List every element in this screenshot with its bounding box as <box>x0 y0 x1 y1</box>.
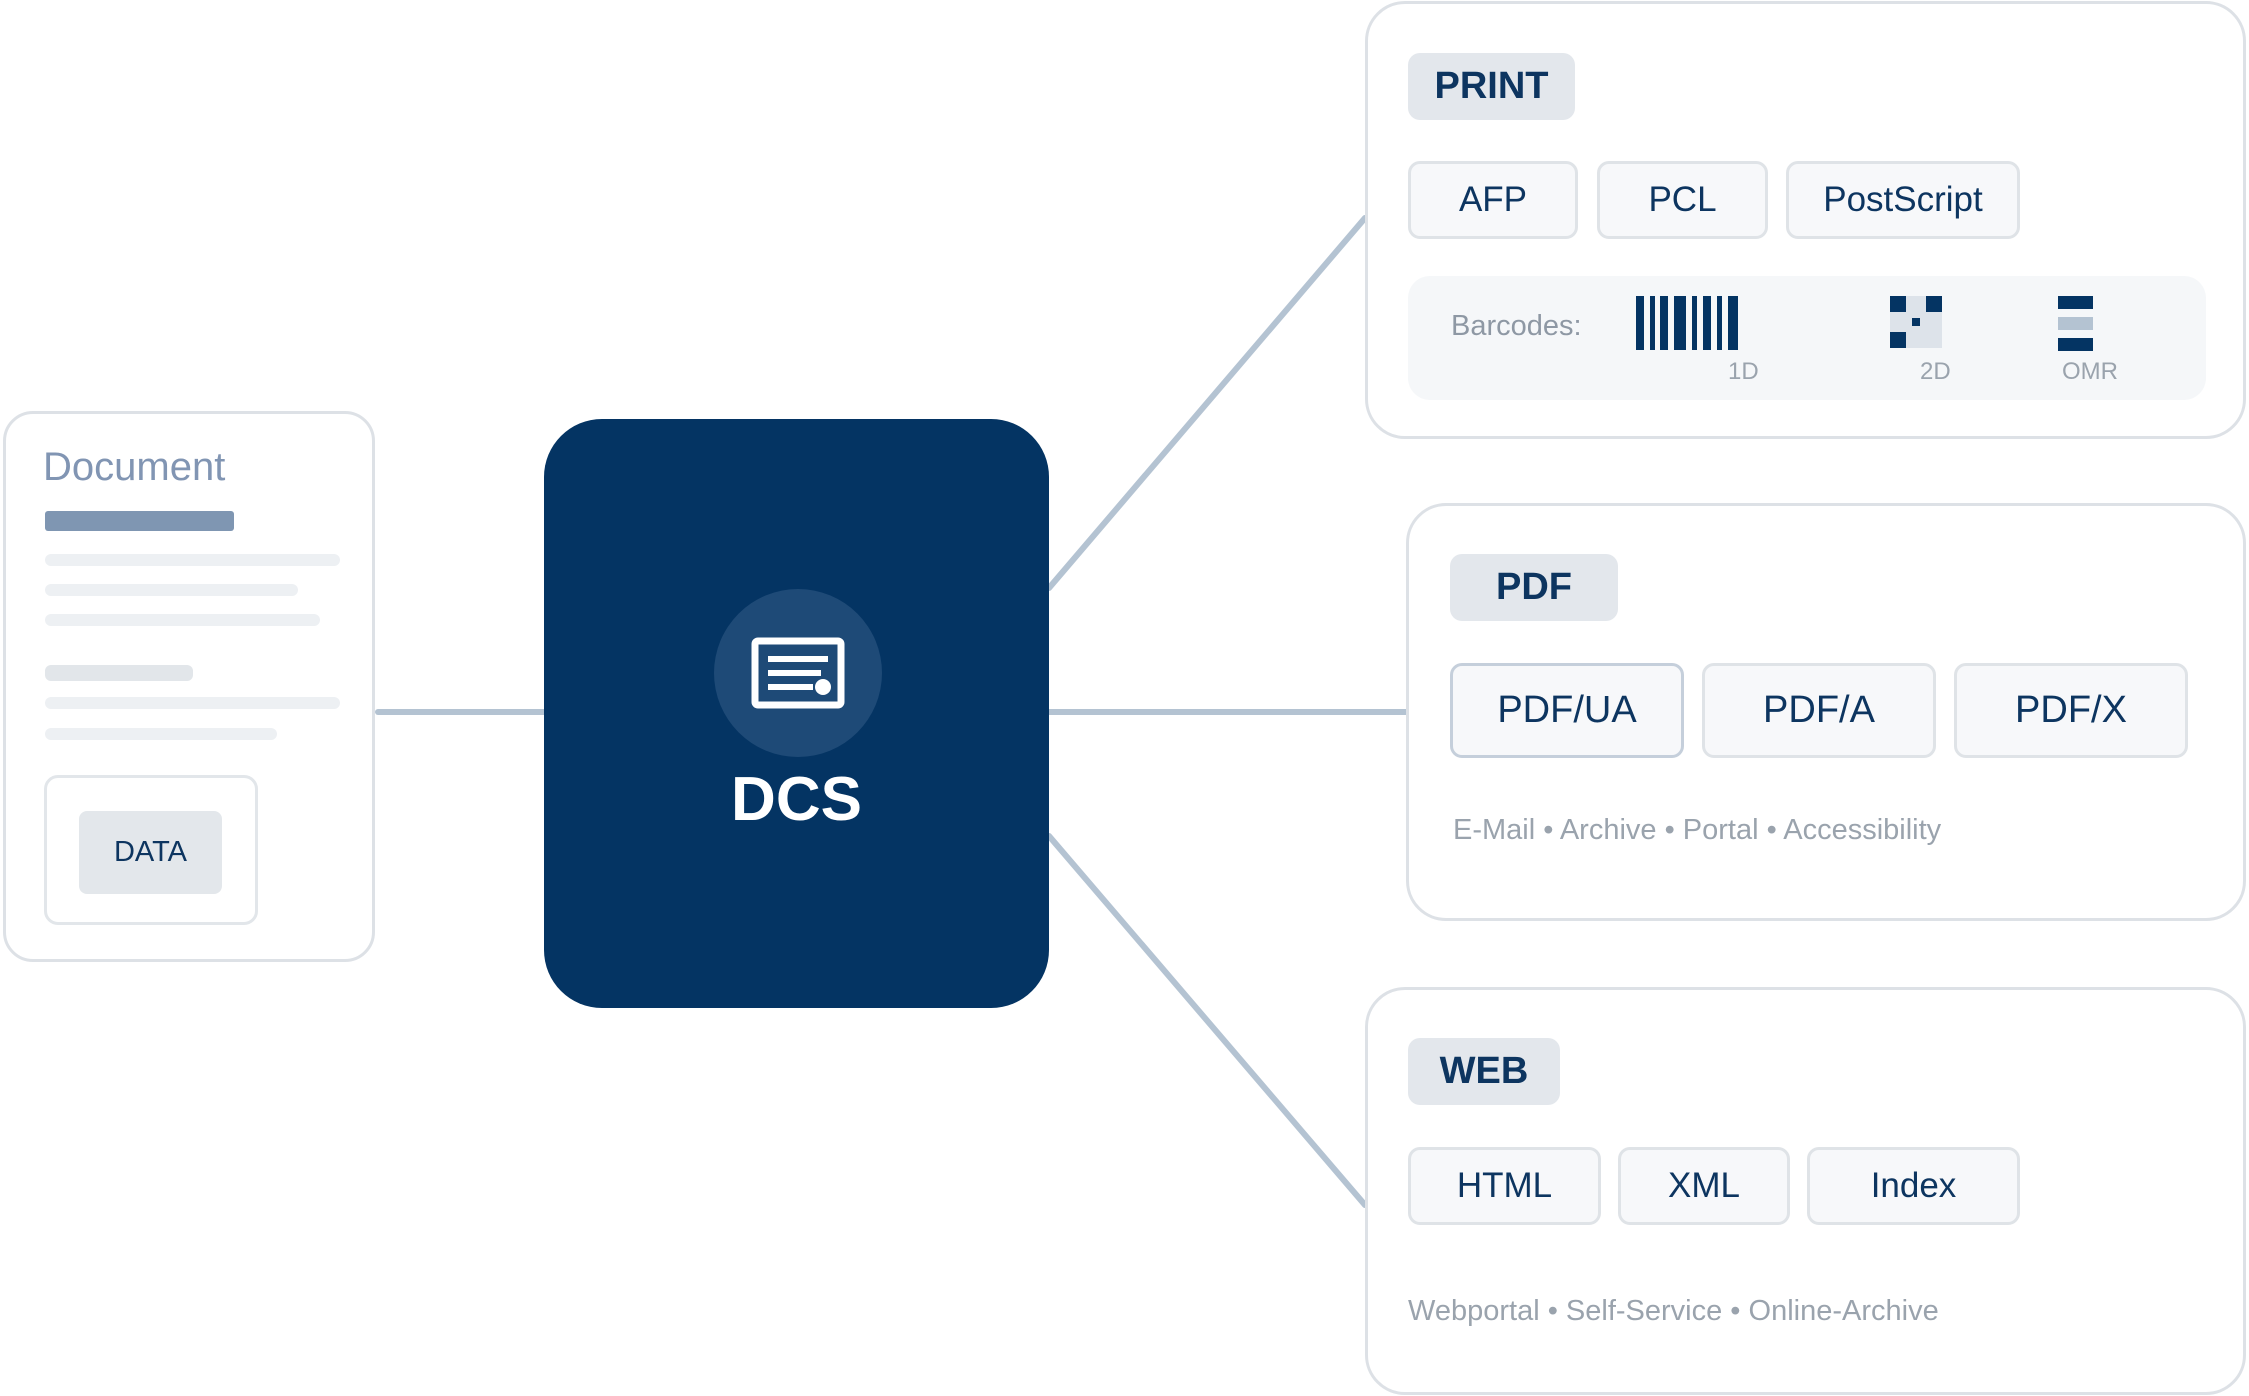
document-subheading-bar <box>45 665 193 681</box>
document-heading-bar <box>45 511 234 531</box>
document-template-icon <box>751 637 845 709</box>
barcode-1d-icon <box>1636 296 1738 350</box>
format-chip-html[interactable]: HTML <box>1408 1147 1601 1225</box>
barcodes-label: Barcodes: <box>1451 310 1582 342</box>
print-tag: PRINT <box>1408 53 1575 120</box>
pdf-panel: PDF PDF/UA PDF/A PDF/X E-Mail • Archive … <box>1406 503 2246 921</box>
dcs-hub: DCS <box>544 419 1049 1008</box>
hub-icon-badge <box>714 589 882 757</box>
format-chip-pdf-x[interactable]: PDF/X <box>1954 663 2188 758</box>
barcode-2d-icon <box>1890 296 1942 348</box>
omr-marks-icon <box>2058 296 2093 351</box>
document-text-line <box>45 697 340 709</box>
print-panel: PRINT AFP PCL PostScript Barcodes: 1D <box>1365 1 2246 439</box>
barcodes-strip: Barcodes: 1D 2D <box>1408 276 2206 400</box>
barcode-caption-2d: 2D <box>1920 358 1951 385</box>
format-chip-index[interactable]: Index <box>1807 1147 2020 1225</box>
format-chip-xml[interactable]: XML <box>1618 1147 1790 1225</box>
hub-label: DCS <box>731 765 862 834</box>
format-chip-pdf-a[interactable]: PDF/A <box>1702 663 1936 758</box>
data-chip: DATA <box>79 811 222 894</box>
pdf-tag: PDF <box>1450 554 1618 621</box>
format-chip-afp[interactable]: AFP <box>1408 161 1578 239</box>
data-frame: DATA <box>44 775 258 925</box>
connector-hub-to-print <box>1046 215 1368 591</box>
connector-hub-to-web <box>1046 833 1368 1208</box>
barcode-caption-1d: 1D <box>1728 358 1759 385</box>
document-text-line <box>45 584 298 596</box>
web-tag: WEB <box>1408 1038 1560 1105</box>
format-chip-pcl[interactable]: PCL <box>1597 161 1768 239</box>
document-card: Document DATA <box>3 411 375 962</box>
format-chip-pdf-ua[interactable]: PDF/UA <box>1450 663 1684 758</box>
document-title: Document <box>43 445 226 489</box>
document-text-line <box>45 728 277 740</box>
document-text-line <box>45 614 320 626</box>
format-chip-postscript[interactable]: PostScript <box>1786 161 2020 239</box>
document-text-line <box>45 554 340 566</box>
web-panel: WEB HTML XML Index Webportal • Self-Serv… <box>1365 987 2246 1395</box>
pdf-use-cases: E-Mail • Archive • Portal • Accessibilit… <box>1453 814 1942 846</box>
web-use-cases: Webportal • Self-Service • Online-Archiv… <box>1408 1295 1939 1327</box>
barcode-caption-omr: OMR <box>2062 358 2118 385</box>
